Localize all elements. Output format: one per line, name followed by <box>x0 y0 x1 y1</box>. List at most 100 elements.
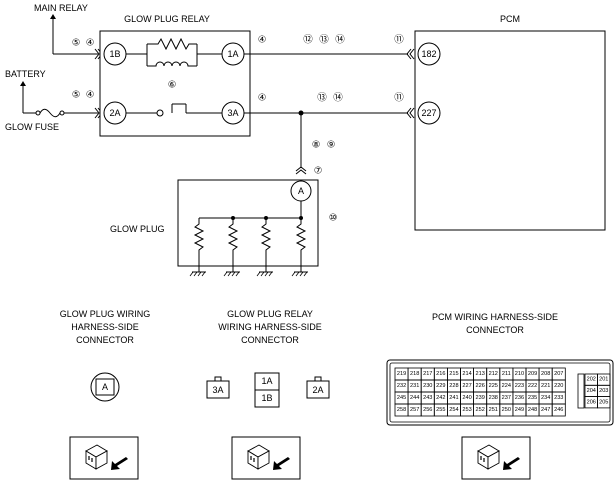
pcm-label: PCM <box>500 14 520 24</box>
svg-text:228: 228 <box>449 383 458 389</box>
callout-relay-internal: ⑥ <box>168 80 177 91</box>
svg-text:240: 240 <box>462 395 471 401</box>
glow-plug-heater-1-icon <box>189 217 207 277</box>
svg-text:222: 222 <box>528 383 537 389</box>
svg-text:215: 215 <box>449 371 458 377</box>
svg-text:214: 214 <box>462 371 471 377</box>
svg-text:182: 182 <box>421 49 436 59</box>
svg-text:HARNESS-SIDE: HARNESS-SIDE <box>71 322 139 332</box>
relay-pin-1a: 1A <box>221 42 245 66</box>
callout-wire-bottom-2: ⑭ <box>333 93 343 104</box>
callout-wire-top-1: ⑫ <box>303 35 313 46</box>
svg-text:235: 235 <box>528 395 537 401</box>
relay-pin-3a: 3A <box>221 101 245 125</box>
svg-text:225: 225 <box>489 383 498 389</box>
glow-fuse-label: GLOW FUSE <box>5 122 59 132</box>
svg-text:234: 234 <box>541 395 550 401</box>
svg-text:252: 252 <box>475 407 484 413</box>
svg-text:257: 257 <box>410 407 419 413</box>
svg-text:251: 251 <box>489 407 498 413</box>
glow-plug-heater-4-icon <box>291 217 309 277</box>
svg-text:212: 212 <box>489 371 498 377</box>
relay-coil-icon <box>126 37 222 67</box>
svg-text:2A: 2A <box>109 108 120 118</box>
relay-pin-2a: 2A <box>103 101 127 125</box>
connector-view-icon <box>69 436 139 480</box>
callout-main-relay-1: ⑤ <box>72 38 81 49</box>
svg-text:250: 250 <box>502 407 511 413</box>
glow-plug-heater-3-icon <box>256 217 274 277</box>
callout-battery-2: ④ <box>86 90 95 101</box>
svg-text:201: 201 <box>599 377 608 383</box>
svg-text:221: 221 <box>541 383 550 389</box>
pcm-pin-182: 182 <box>417 42 441 66</box>
svg-text:2A: 2A <box>312 385 323 395</box>
relay-switch-icon <box>126 103 222 117</box>
callout-vertical-2: ⑨ <box>327 140 336 151</box>
svg-text:231: 231 <box>410 383 419 389</box>
svg-text:247: 247 <box>541 407 550 413</box>
pcm-connector-title: PCM WIRING HARNESS-SIDE CONNECTOR <box>432 312 558 335</box>
svg-text:1B: 1B <box>261 393 272 403</box>
glow-fuse-icon <box>35 108 65 118</box>
svg-text:217: 217 <box>423 371 432 377</box>
svg-text:233: 233 <box>554 395 563 401</box>
svg-text:A: A <box>298 186 304 196</box>
svg-text:CONNECTOR: CONNECTOR <box>241 335 299 345</box>
svg-text:202: 202 <box>587 377 596 383</box>
svg-text:1A: 1A <box>261 376 272 386</box>
svg-text:254: 254 <box>449 407 458 413</box>
callout-glow-plug-box: ⑩ <box>329 213 338 224</box>
svg-text:238: 238 <box>489 395 498 401</box>
svg-text:213: 213 <box>475 371 484 377</box>
svg-text:242: 242 <box>436 395 445 401</box>
svg-text:220: 220 <box>554 383 563 389</box>
connector-view-icon <box>231 436 301 480</box>
svg-text:A: A <box>102 382 108 392</box>
svg-text:PCM WIRING HARNESS-SIDE: PCM WIRING HARNESS-SIDE <box>432 312 558 322</box>
svg-text:CONNECTOR: CONNECTOR <box>76 335 134 345</box>
svg-text:236: 236 <box>515 395 524 401</box>
svg-text:227: 227 <box>421 108 436 118</box>
callout-vertical-1: ⑧ <box>312 140 321 151</box>
svg-text:208: 208 <box>541 371 550 377</box>
svg-text:249: 249 <box>515 407 524 413</box>
svg-text:209: 209 <box>528 371 537 377</box>
svg-text:205: 205 <box>599 399 608 405</box>
callout-pcm-top: ⑪ <box>394 35 404 46</box>
svg-text:232: 232 <box>397 383 406 389</box>
callout-plug-connector: ⑦ <box>314 166 323 177</box>
svg-text:245: 245 <box>397 395 406 401</box>
relay-harness-connector-3a: 3A <box>206 376 230 399</box>
pcm-227-connector-arrow-icon <box>406 107 415 119</box>
callout-relay-3a: ④ <box>258 93 267 104</box>
glow-plug-connector-title: GLOW PLUG WIRING HARNESS-SIDE CONNECTOR <box>60 309 151 345</box>
callout-wire-bottom-1: ⑬ <box>317 93 327 104</box>
svg-text:211: 211 <box>502 371 511 377</box>
callout-wire-top-2: ⑬ <box>319 35 329 46</box>
relay-harness-connector-2a: 2A <box>306 376 330 399</box>
svg-text:248: 248 <box>528 407 537 413</box>
svg-text:223: 223 <box>515 383 524 389</box>
svg-text:258: 258 <box>397 407 406 413</box>
main-relay-label: MAIN RELAY <box>34 3 88 13</box>
pcm-pin-cell: 246 <box>551 403 566 417</box>
glow-plug-pin-a: A <box>290 180 312 202</box>
relay-harness-connector-1a-1b: 1A 1B <box>254 372 280 408</box>
svg-text:203: 203 <box>599 388 608 394</box>
glow-plug-harness-connector: A <box>90 372 120 402</box>
pcm-182-connector-arrow-icon <box>406 48 415 60</box>
callout-wire-top-3: ⑭ <box>335 35 345 46</box>
glow-plug-label: GLOW PLUG <box>110 224 165 234</box>
svg-text:210: 210 <box>515 371 524 377</box>
pcm-pin-cell: 205 <box>597 396 611 409</box>
svg-text:237: 237 <box>502 395 511 401</box>
svg-text:GLOW PLUG WIRING: GLOW PLUG WIRING <box>60 309 151 319</box>
svg-text:244: 244 <box>410 395 419 401</box>
callout-battery-1: ⑤ <box>72 90 81 101</box>
svg-text:226: 226 <box>475 383 484 389</box>
svg-text:216: 216 <box>436 371 445 377</box>
svg-text:218: 218 <box>410 371 419 377</box>
